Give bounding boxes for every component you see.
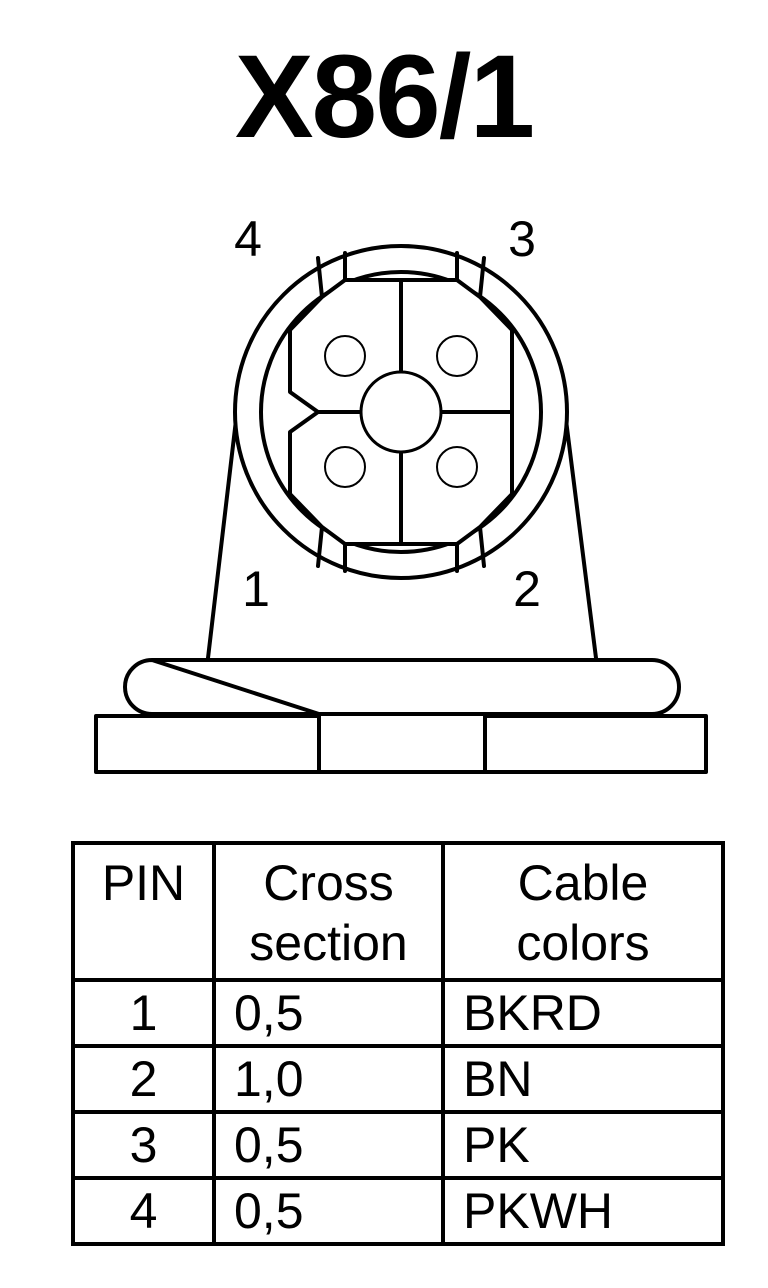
table-row: 4 0,5 PKWH bbox=[71, 1176, 725, 1246]
cell-cable-color: BN bbox=[441, 1044, 725, 1114]
header-pin: PIN bbox=[71, 841, 216, 982]
cell-pin: 3 bbox=[71, 1110, 216, 1180]
pin-label-3: 3 bbox=[508, 211, 536, 267]
key-bl-1 bbox=[316, 525, 324, 568]
cell-cable-color: PK bbox=[441, 1110, 725, 1180]
cell-cross-section: 0,5 bbox=[212, 978, 445, 1048]
contact-hole-1 bbox=[324, 446, 366, 488]
cell-cable-color: PKWH bbox=[441, 1176, 725, 1246]
contact-hole-4 bbox=[324, 335, 366, 377]
flange bbox=[123, 658, 681, 716]
table-header-row: PIN Cross section Cable colors bbox=[71, 841, 725, 982]
header-cross-section: Cross section bbox=[212, 841, 445, 982]
cell-pin: 2 bbox=[71, 1044, 216, 1114]
cell-cross-section: 0,5 bbox=[212, 1110, 445, 1180]
inner-ring bbox=[259, 270, 543, 554]
connector-title: X86/1 bbox=[234, 31, 535, 163]
table-row: 1 0,5 BKRD bbox=[71, 978, 725, 1048]
center-post bbox=[359, 370, 443, 454]
connector-drawing: 4 3 1 2 bbox=[94, 211, 708, 774]
header-cable-colors: Cable colors bbox=[441, 841, 725, 982]
cell-pin: 1 bbox=[71, 978, 216, 1048]
pin-label-4: 4 bbox=[234, 211, 262, 267]
cell-pin: 4 bbox=[71, 1176, 216, 1246]
pin-assignment-table: PIN Cross section Cable colors 1 0,5 BKR… bbox=[71, 841, 725, 1246]
table-row: 3 0,5 PK bbox=[71, 1110, 725, 1180]
key-tr-2 bbox=[478, 256, 486, 299]
cell-cable-color: BKRD bbox=[441, 978, 725, 1048]
contact-hole-2 bbox=[436, 446, 478, 488]
cell-cross-section: 0,5 bbox=[212, 1176, 445, 1246]
table-row: 2 1,0 BN bbox=[71, 1044, 725, 1114]
cell-cross-section: 1,0 bbox=[212, 1044, 445, 1114]
key-br-2 bbox=[478, 525, 486, 568]
pin-label-2: 2 bbox=[513, 561, 541, 617]
key-tl-1 bbox=[316, 256, 324, 299]
contact-hole-3 bbox=[436, 335, 478, 377]
pin-label-1: 1 bbox=[242, 561, 270, 617]
